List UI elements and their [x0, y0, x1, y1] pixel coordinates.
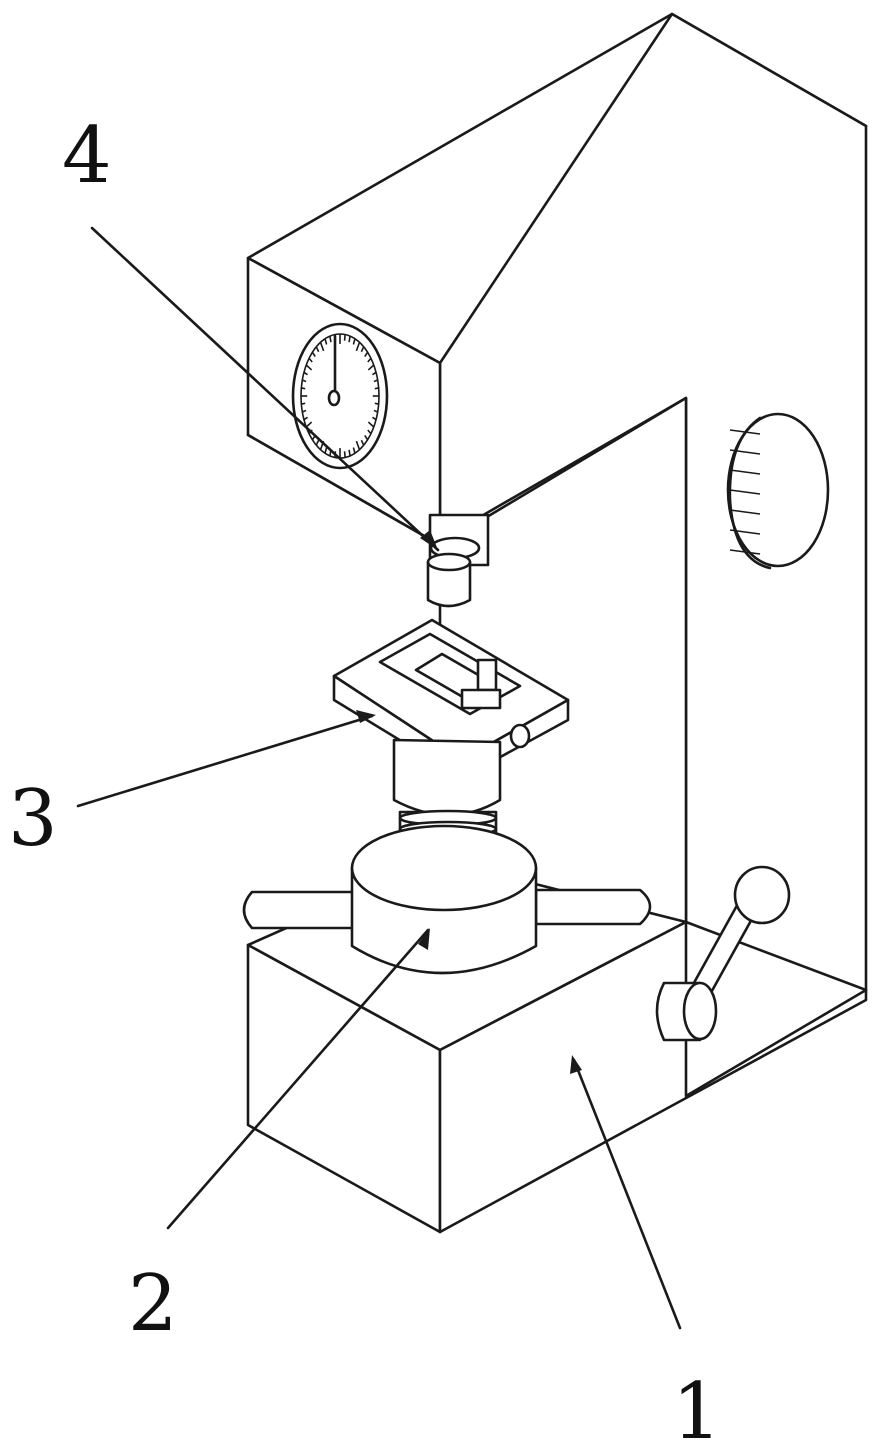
knob-ridge [729, 489, 761, 495]
dial-tick [303, 371, 309, 376]
dial-tick [367, 364, 375, 371]
dial-tick [373, 409, 378, 413]
dial-tick [343, 334, 346, 341]
dial-tick [303, 416, 309, 421]
machine-frame [246, 12, 868, 1234]
ref-label-3: 3 [8, 774, 58, 864]
knob-ridge [729, 449, 761, 455]
lever-handle [655, 865, 791, 1042]
dial-tick [374, 387, 379, 390]
dial-tick [311, 351, 316, 357]
lifting-handwheel [242, 824, 652, 975]
dial-tick [374, 402, 379, 405]
dial-tick [360, 439, 365, 446]
dial-tick [301, 402, 306, 405]
knob-ridge [729, 429, 761, 435]
dial-tick [308, 357, 313, 363]
dial-tick [305, 421, 313, 428]
ref-label-1: 1 [672, 1367, 722, 1446]
knob-ridges [729, 429, 761, 555]
dial-tick [355, 342, 361, 352]
dial-gauge [291, 322, 389, 470]
dial-tick [364, 351, 369, 357]
dial-tick [373, 379, 378, 383]
dial-tick [348, 449, 351, 457]
knob-ridge [729, 469, 761, 475]
dial-tick [329, 335, 332, 343]
indenter-head [426, 513, 490, 608]
side-knob [726, 412, 830, 570]
knob-ridge [729, 529, 761, 535]
dial-tick [371, 371, 377, 376]
dial-tick [301, 387, 306, 390]
dial-tick [315, 346, 320, 353]
dial-tick [324, 447, 328, 454]
dial-tick [352, 447, 356, 454]
dial-tick [302, 409, 307, 413]
knob-ridge [729, 549, 761, 555]
dial-tick [348, 335, 351, 343]
dial-tick [319, 342, 325, 352]
dial-tick [371, 416, 377, 421]
dial-tick [367, 429, 372, 435]
dial-tick [305, 364, 313, 371]
dial-tick [364, 435, 369, 441]
dial-tick [315, 439, 320, 446]
dial-tick [324, 338, 328, 345]
dial-tick [360, 346, 365, 353]
dial-tick [367, 357, 372, 363]
ref-label-2: 2 [128, 1259, 178, 1349]
dial-tick [302, 379, 307, 383]
dial-tick [352, 338, 356, 345]
dial-tick [343, 451, 346, 458]
ref-label-4: 4 [62, 111, 112, 201]
dial-tick [367, 421, 375, 428]
leader-lines [76, 226, 682, 1330]
knob-ridge [729, 509, 761, 515]
dial-tick [355, 440, 361, 450]
